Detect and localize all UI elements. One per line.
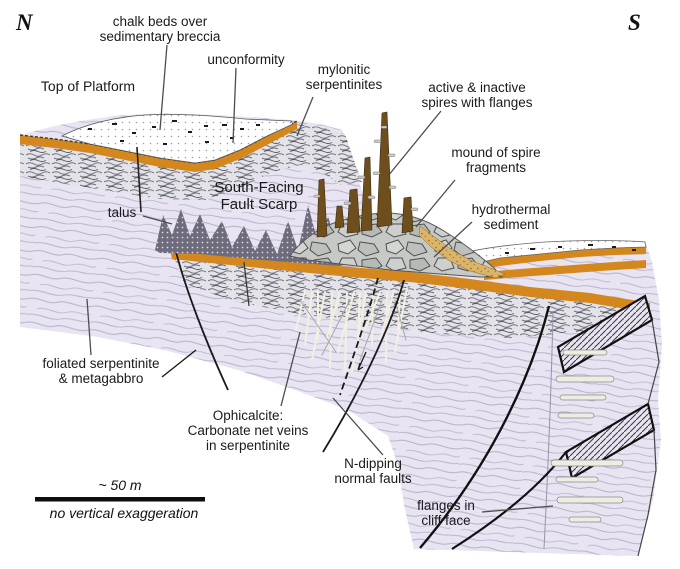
label-top-of-platform: Top of Platform bbox=[40, 78, 136, 94]
n-dipping-fault-dashed bbox=[339, 277, 379, 396]
label-foliated-serpentinite: foliated serpentinite& metagabbro bbox=[42, 356, 160, 386]
mound-of-spire-fragments bbox=[289, 212, 504, 278]
normal-faults bbox=[136, 146, 405, 453]
breccia-clasts bbox=[88, 120, 636, 254]
hydrothermal-sediment-wedge bbox=[418, 225, 506, 279]
scale-note-label: no vertical exaggeration bbox=[49, 505, 199, 521]
chalk-beds bbox=[60, 113, 647, 264]
ophicalcite-veins bbox=[295, 287, 408, 373]
spire-flanges bbox=[313, 125, 419, 211]
cliff-face bbox=[419, 294, 660, 557]
cliff-fault-long bbox=[419, 305, 551, 549]
n-dipping-fault-solid bbox=[322, 279, 405, 453]
label-talus: talus bbox=[107, 205, 137, 220]
scale-length-label: ~ 50 m bbox=[98, 477, 142, 493]
pointer-lines bbox=[86, 44, 554, 513]
compass-south: S bbox=[628, 10, 641, 35]
scale-bar bbox=[35, 497, 205, 502]
carbonate-cap-layers bbox=[19, 120, 650, 313]
label-unconformity: unconformity bbox=[207, 52, 285, 67]
compass-north: N bbox=[16, 10, 33, 35]
flanges-in-cliff bbox=[550, 349, 624, 523]
mylonitic-serpentinite-band bbox=[20, 124, 652, 338]
hydrothermal-spires bbox=[313, 111, 419, 238]
